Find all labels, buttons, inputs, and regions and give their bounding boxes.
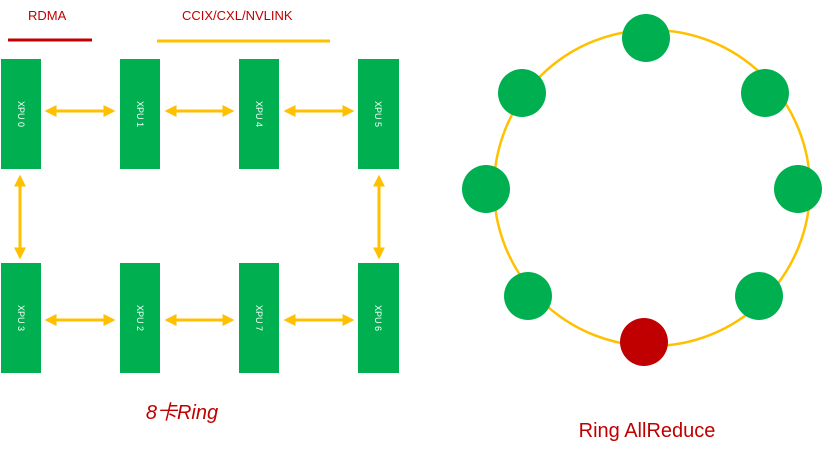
ring-node-top [622, 14, 670, 62]
xpu-6: XPU 6 [358, 263, 399, 373]
caption-8-card-ring: 8卡Ring [146, 402, 218, 424]
xpu-3-label: XPU 3 [16, 305, 26, 331]
xpu-2: XPU 2 [120, 263, 160, 373]
ring-node-bottom-right [735, 272, 783, 320]
xpu-2-label: XPU 2 [135, 305, 145, 331]
xpu-6-label: XPU 6 [373, 305, 383, 331]
xpu-bottom-row: XPU 3 XPU 2 XPU 7 XPU 6 [1, 263, 399, 373]
xpu-links [13, 105, 385, 326]
legend-rdma-label: RDMA [28, 8, 67, 23]
xpu-5: XPU 5 [358, 59, 399, 169]
ring-node-left [462, 165, 510, 213]
ring-node-bottom-active [620, 318, 668, 366]
xpu-0: XPU 0 [1, 59, 41, 169]
ring-node-top-left [498, 69, 546, 117]
ring-allreduce [462, 14, 822, 366]
xpu-5-label: XPU 5 [373, 101, 383, 127]
xpu-4: XPU 4 [239, 59, 279, 169]
xpu-3: XPU 3 [1, 263, 41, 373]
caption-ring-allreduce: Ring AllReduce [579, 420, 716, 442]
xpu-0-label: XPU 0 [16, 101, 26, 127]
xpu-1: XPU 1 [120, 59, 160, 169]
ring-node-top-right [741, 69, 789, 117]
xpu-7-label: XPU 7 [254, 305, 264, 331]
xpu-1-label: XPU 1 [135, 101, 145, 127]
xpu-7: XPU 7 [239, 263, 279, 373]
legend-ccix-label: CCIX/CXL/NVLINK [182, 8, 293, 23]
legend: RDMA CCIX/CXL/NVLINK [8, 8, 330, 43]
ring-node-right [774, 165, 822, 213]
ring-node-bottom-left [504, 272, 552, 320]
xpu-4-label: XPU 4 [254, 101, 264, 127]
xpu-top-row: XPU 0 XPU 1 XPU 4 XPU 5 [1, 59, 399, 169]
